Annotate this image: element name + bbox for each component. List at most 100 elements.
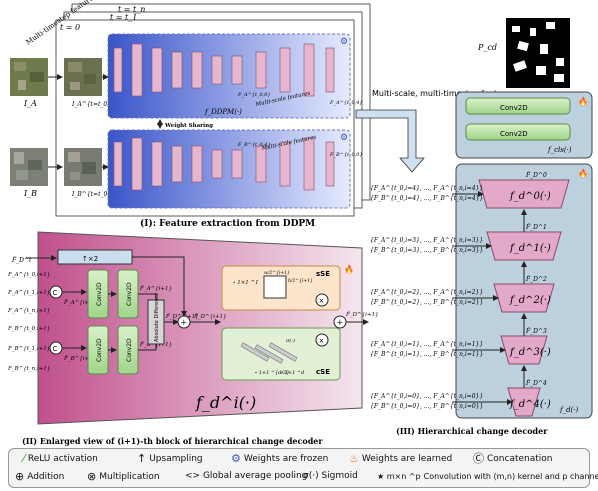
noisy-b-label: I_B^{t=t_0}	[71, 191, 111, 198]
svg-text:cSE: cSE	[316, 368, 330, 376]
feat-b-4: F_B^{t_0,4}	[237, 141, 271, 148]
image-a-label: I_A	[23, 99, 37, 108]
svg-text:F̄_D^{i+1}: F̄_D^{i+1}	[193, 313, 226, 320]
part2-enlarged-block: F̂_D^i ↑×2 F_A^{t_0,i+1} F_A^{t_1,i+1} F…	[7, 231, 378, 446]
feature-arrow: Multi-scale, multi-timestep features	[355, 89, 514, 173]
part1-feature-extraction: t = t_n t = t_1 t = 0 Multi-timestep fea…	[10, 0, 371, 229]
decoder-output-label: F̂_D^0	[525, 172, 547, 179]
decoder-block-label: f_d^4(·)	[509, 399, 551, 410]
svg-text:F_A^{t_n,i+1}: F_A^{t_n,i+1}	[7, 307, 50, 314]
legend-upsampling: ↑ Upsampling	[137, 452, 203, 465]
svg-text:sSE: sSE	[316, 270, 330, 278]
feature-set-label: {F_A^{t_0,i=2}, ..., F_A^{t_n,i=2}}	[370, 289, 483, 296]
decoder-block-label: f_d^1(·)	[509, 243, 551, 254]
decoder-output-label: F̂_D^4	[525, 380, 547, 387]
svg-text:σ(·): σ(·)	[286, 337, 295, 344]
feature-set-label: {F_B^{t_0,i=1}, ..., F_B^{t_n,i=1}}	[370, 351, 483, 358]
fd-label: f_d(·)	[559, 406, 579, 414]
cls-conv-bottom	[465, 123, 571, 141]
inputs-a: F_A^{t_0,i+1} F_A^{t_1,i+1} F_A^{t_n,i+1…	[7, 271, 50, 314]
feat-a-4: F_A^{t_0,4}	[329, 99, 363, 106]
cls-conv-top	[465, 97, 571, 115]
svg-text:C: C	[53, 345, 58, 353]
svg-text:F̄_B^{i+1}: F̄_B^{i+1}	[63, 355, 96, 362]
flame-icon: 🔥	[344, 264, 354, 274]
svg-text:h/2^{i+1}: h/2^{i+1}	[288, 277, 313, 284]
svg-text:F_B^{t_1,i+1}: F_B^{t_1,i+1}	[7, 345, 50, 352]
feature-set-label: {F_B^{t_0,i=4}, ..., F_B^{t_n,i=4}}	[370, 195, 483, 202]
legend-gap: <> Global average pooling	[185, 471, 308, 481]
svg-text:⋆ 1×1 ^d: ⋆ 1×1 ^d	[280, 369, 304, 376]
multiply-cse	[315, 333, 329, 347]
feature-set-label: {F_A^{t_0,i=1}, ..., F_A^{t_n,i=1}}	[370, 341, 483, 348]
timestep-label-t1: t = t_1	[110, 13, 137, 22]
part3-caption: (III) Hierarchical change decoder	[396, 426, 548, 436]
feat-a-0: F_A^{t_0,0}	[237, 91, 271, 98]
image-b-label: I_B	[23, 189, 37, 198]
weight-sharing-label: Weight Sharing	[164, 123, 213, 129]
feature-set-label: {F_A^{t_0,i=4}, ..., F_A^{t_n,i=4}}	[370, 185, 483, 192]
noisy-a-label: I_A^{t=t_0}	[71, 101, 111, 108]
part1-caption: (I): Feature extraction from DDPM	[140, 218, 315, 229]
decoder-block-label: f_d^3(·)	[509, 347, 551, 358]
svg-text:+: +	[337, 318, 344, 327]
svg-text:F̄_A^{i+1}: F̄_A^{i+1}	[63, 299, 96, 306]
timestep-label-t0: t = 0	[60, 23, 80, 32]
cse-region	[221, 327, 341, 381]
decoder-output-label: F̂_D^1	[525, 224, 547, 231]
feature-set-label: {F_A^{t_0,i=3}, ..., F_A^{t_n,i=3}}	[370, 237, 483, 244]
feature-set-label: {F_B^{t_0,i=0}, ..., F_B^{t_n,i=0}}	[370, 403, 483, 410]
concat-icon: Ⓒ	[473, 452, 484, 465]
svg-text:F̂_A^{i+1}: F̂_A^{i+1}	[139, 285, 172, 292]
svg-text:Conv2D: Conv2D	[96, 282, 103, 306]
conv-symbol: ★ m×n ^p	[377, 472, 421, 481]
legend-concat: Ⓒ Concatenation	[473, 452, 553, 465]
svg-text:C: C	[53, 289, 58, 297]
gear-icon: ⚙	[340, 133, 348, 143]
relu-icon: ⁄	[23, 452, 25, 465]
svg-text:F_B^{t_0,i+1}: F_B^{t_0,i+1}	[7, 325, 50, 332]
arrow-label: Multi-scale, multi-timestep features	[372, 89, 514, 98]
svg-text:⋆ 1×1 ^1: ⋆ 1×1 ^1	[232, 279, 259, 286]
svg-text:Conv2D: Conv2D	[126, 338, 133, 362]
decoder-blocks: f_d^0(·)F̂_D^0{F_A^{t_0,i=4}, ..., F_A^{…	[370, 172, 570, 417]
up-arrow-icon: ↑	[137, 452, 147, 465]
svg-text:F_A^{t_0,i+1}: F_A^{t_0,i+1}	[7, 271, 50, 278]
decoder-block-label: f_d^2(·)	[509, 295, 551, 306]
feat-b-0: F_B^{t_0,0}	[329, 151, 363, 158]
decoder-output-label: F̂_D^2	[525, 276, 547, 283]
decoder-block-3	[500, 335, 548, 365]
part2-caption: (II) Enlarged view of (i+1)-th block of …	[22, 436, 323, 446]
svg-text:↑×2: ↑×2	[82, 255, 98, 263]
svg-text:Conv2D: Conv2D	[500, 104, 528, 112]
legend: ⁄ ReLU activation ↑ Upsampling ⚙ Weights…	[8, 448, 598, 488]
timestep-label-tn: t = t_n	[118, 5, 145, 14]
fcls-label: f_cls(·)	[547, 146, 572, 154]
legend-learned: ♨ Weights are learned	[349, 452, 453, 465]
legend-frozen: ⚙ Weights are frozen	[231, 452, 329, 465]
feature-set-label: {F_B^{t_0,i=3}, ..., F_B^{t_n,i=3}}	[370, 247, 483, 254]
feature-set-label: {F_A^{t_0,i=0}, ..., F_A^{t_n,i=0}}	[370, 393, 483, 400]
ddpm-label: f_DDPM(·)	[204, 108, 242, 116]
feature-set-label: {F_B^{t_0,i=2}, ..., F_B^{t_n,i=2}}	[370, 299, 483, 306]
part3-hierarchical-decoder: P_cd Conv2D Conv2D f_cls(·) 🔥 🔥 f_d(·) (…	[396, 18, 593, 436]
legend-multiplication: ⊗ Multiplication	[87, 470, 160, 483]
decoder-output-label: F̂_D^3	[525, 328, 547, 335]
flame-icon: ♨	[349, 452, 359, 465]
flame-icon: 🔥	[578, 168, 588, 178]
svg-text:F_A^{t_1,i+1}: F_A^{t_1,i+1}	[7, 289, 50, 296]
times-circle-icon: ⊗	[87, 470, 97, 483]
svg-text:×: ×	[319, 297, 325, 305]
fd-top-label: F̂_D^i	[11, 257, 31, 264]
svg-text:Absolute Difference: Absolute Difference	[154, 293, 160, 342]
svg-text:+: +	[181, 318, 188, 327]
legend-sigmoid: σ(·) Sigmoid	[303, 471, 358, 481]
svg-text:w/2^{i+1}: w/2^{i+1}	[264, 269, 290, 276]
svg-text:Conv2D: Conv2D	[500, 130, 528, 138]
legend-relu: ⁄ ReLU activation	[23, 452, 98, 465]
svg-text:Conv2D: Conv2D	[96, 338, 103, 362]
pcd-label: P_cd	[477, 43, 497, 52]
conv-blocks: Conv2D Conv2D Conv2D Conv2D	[87, 269, 139, 375]
ddpm-blocks-b	[113, 137, 335, 191]
